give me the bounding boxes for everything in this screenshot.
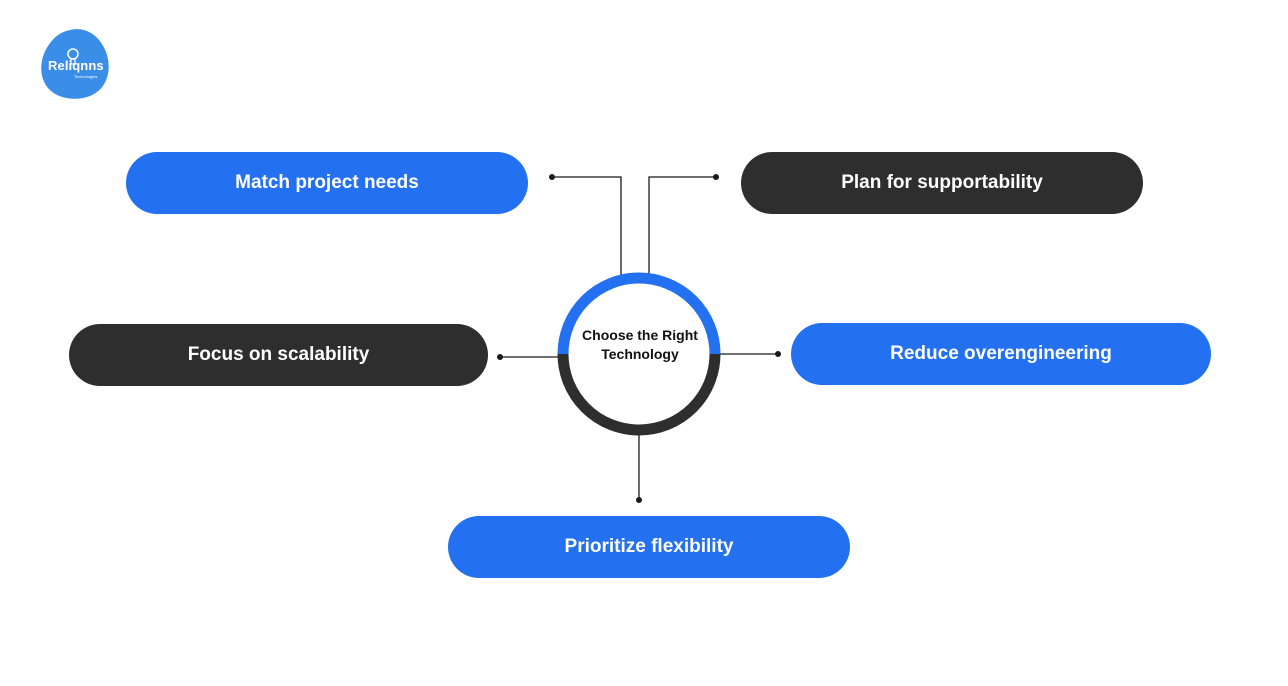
connector-dot-prioritize — [636, 497, 642, 503]
node-prioritize-flexibility: Prioritize flexibility — [448, 516, 850, 578]
company-logo: Reliqnns Technologies — [40, 28, 110, 100]
center-title: Choose the Right Technology — [582, 327, 698, 362]
logo-subtitle: Technologies — [74, 74, 98, 79]
node-match-project-needs: Match project needs — [126, 152, 528, 214]
connector-dot-focus — [497, 354, 503, 360]
node-plan-for-supportability: Plan for supportability — [741, 152, 1143, 214]
center-ring-fill — [569, 284, 709, 424]
connector-match — [552, 176, 622, 280]
center-ring-top — [557, 272, 721, 355]
node-reduce-overengineering: Reduce overengineering — [791, 323, 1211, 385]
connector-dot-plan — [713, 174, 719, 180]
connector-dot-match — [549, 174, 555, 180]
connector-dot-reduce — [775, 351, 781, 357]
node-focus-on-scalability: Focus on scalability — [69, 324, 488, 386]
logo-wordmark: Reliqnns — [48, 58, 104, 73]
connector-plan — [648, 176, 716, 280]
center-ring-bottom — [557, 353, 721, 436]
logo-blob-shape — [41, 29, 109, 99]
